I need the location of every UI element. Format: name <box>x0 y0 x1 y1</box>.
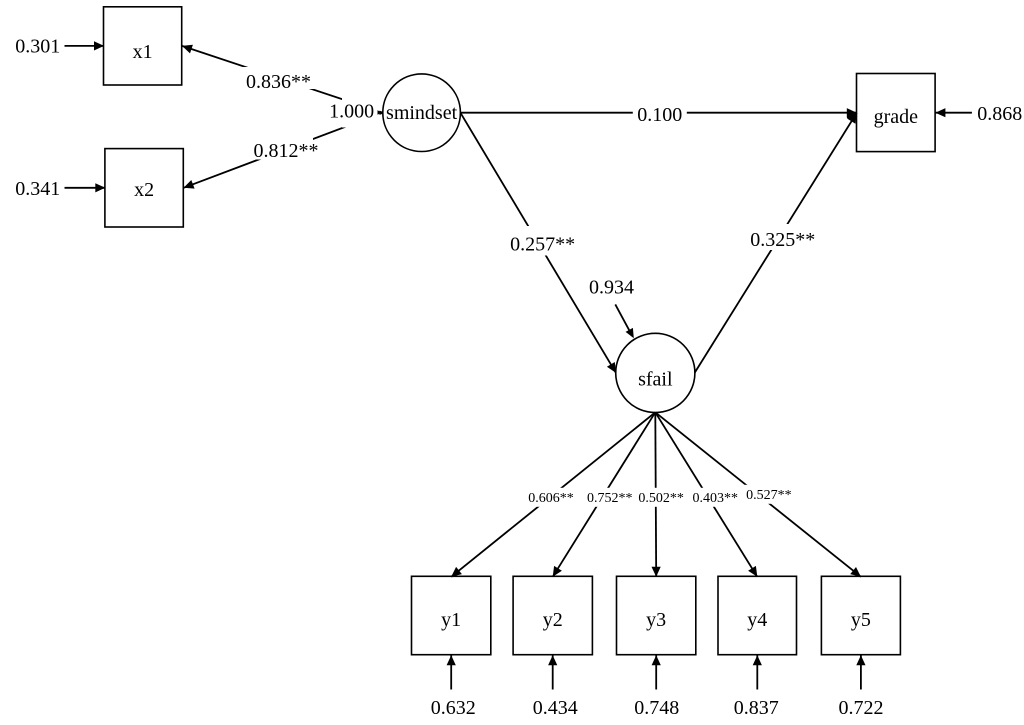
svg-text:0.752**: 0.752** <box>587 491 633 506</box>
svg-text:sfail: sfail <box>638 368 673 390</box>
svg-text:0.325**: 0.325** <box>750 229 815 251</box>
svg-text:0.341: 0.341 <box>15 178 60 200</box>
svg-text:0.527**: 0.527** <box>746 488 792 503</box>
svg-text:0.868: 0.868 <box>977 103 1022 125</box>
svg-text:0.837: 0.837 <box>734 697 779 719</box>
svg-text:y2: y2 <box>543 609 563 631</box>
svg-text:0.403**: 0.403** <box>693 491 739 506</box>
svg-text:0.434: 0.434 <box>533 697 578 719</box>
svg-text:0.748: 0.748 <box>634 697 679 719</box>
svg-text:grade: grade <box>874 106 919 128</box>
svg-text:x1: x1 <box>133 41 153 63</box>
svg-text:0.934: 0.934 <box>589 277 634 299</box>
svg-text:y4: y4 <box>747 609 767 631</box>
svg-text:0.301: 0.301 <box>15 35 60 57</box>
svg-text:0.100: 0.100 <box>637 104 682 126</box>
svg-text:0.502**: 0.502** <box>638 491 684 506</box>
svg-text:0.257**: 0.257** <box>510 234 575 256</box>
svg-text:0.606**: 0.606** <box>528 491 574 506</box>
svg-text:smindset: smindset <box>386 102 458 124</box>
svg-text:y3: y3 <box>646 609 666 631</box>
svg-text:0.812**: 0.812** <box>254 140 319 162</box>
svg-text:y1: y1 <box>441 609 461 631</box>
svg-text:1.000: 1.000 <box>329 101 374 123</box>
svg-text:0.632: 0.632 <box>431 697 476 719</box>
svg-text:y5: y5 <box>851 609 871 631</box>
svg-text:0.722: 0.722 <box>839 697 884 719</box>
svg-text:0.836**: 0.836** <box>246 71 311 93</box>
svg-text:x2: x2 <box>134 179 154 201</box>
